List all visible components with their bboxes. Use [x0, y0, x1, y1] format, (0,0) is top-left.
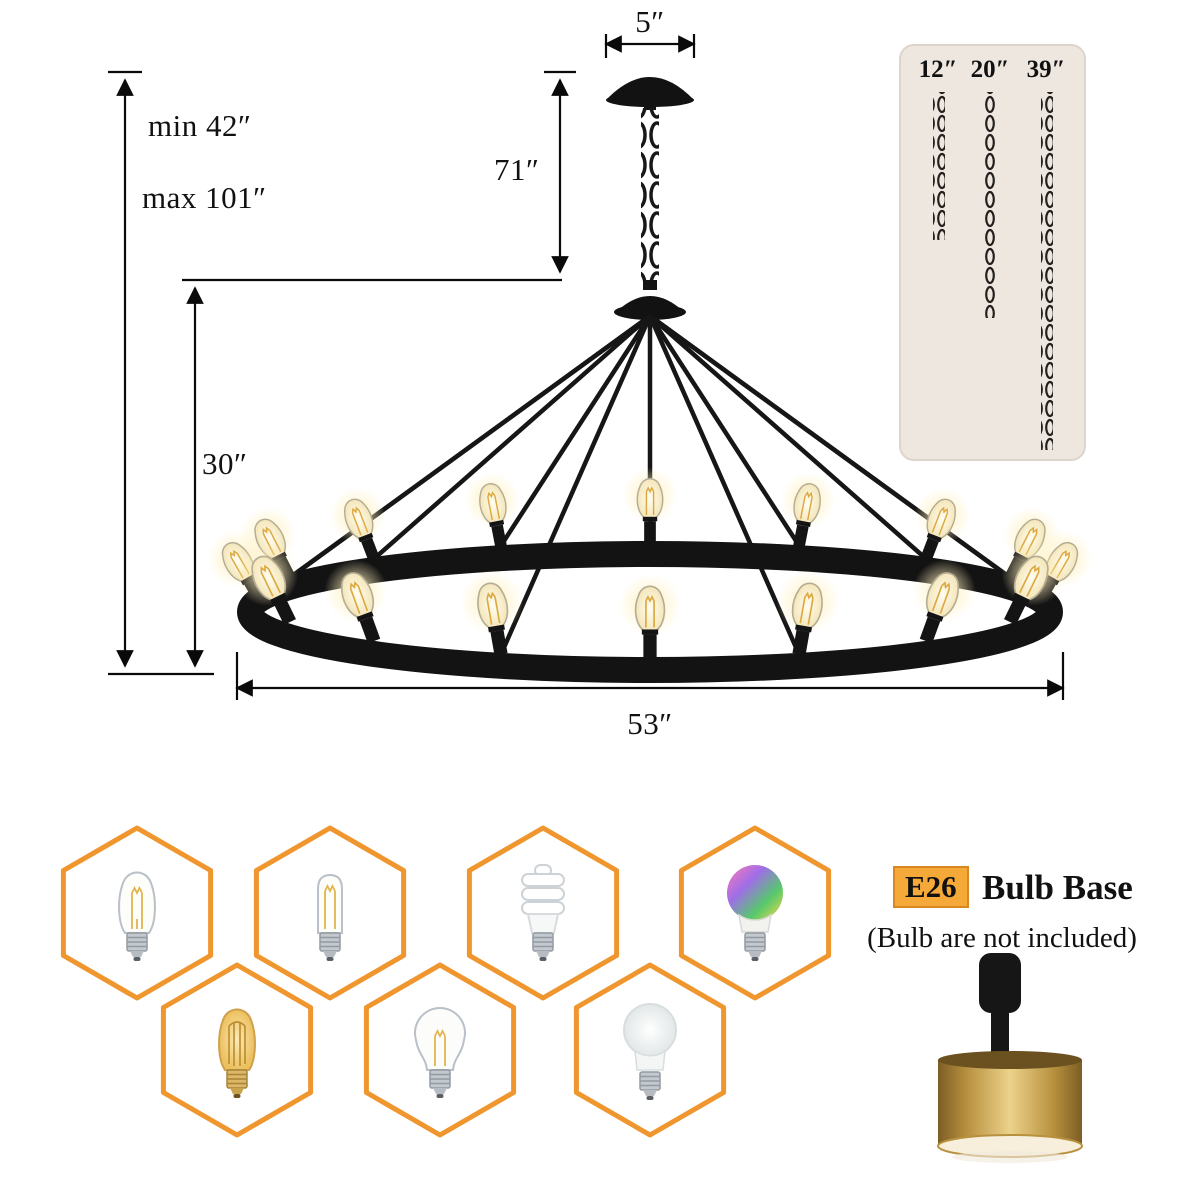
min-max-height-dimension: [108, 70, 214, 676]
chain-option-39-label: 39″: [1026, 56, 1066, 83]
chandelier-hub: [614, 280, 686, 320]
max-height-label: max 101″: [142, 180, 267, 215]
chain-12-icon: [933, 92, 945, 240]
chain-option-20-label: 20″: [970, 56, 1010, 83]
edison-st64-amber-bulb-icon: [218, 1008, 256, 1099]
e26-badge: E26: [893, 866, 969, 909]
bulb-not-included-note: (Bulb are not included): [867, 922, 1137, 954]
hanging-chain: [641, 108, 659, 284]
wagon-wheel-ring: [237, 541, 1063, 683]
led-a19-bulb-icon: [623, 1003, 677, 1101]
chain-drop-dimension: [544, 70, 576, 274]
canopy-width-dimension: [604, 34, 696, 58]
edison-st64-clear-bulb-icon: [118, 871, 156, 962]
chain-20-icon: [985, 92, 997, 318]
diameter-dimension: [235, 652, 1065, 700]
chandelier-diagram: [108, 34, 1104, 700]
incandescent-a19-bulb-icon: [414, 1007, 466, 1099]
body-height-label: 30″: [202, 446, 248, 481]
chain-drop-label: 71″: [494, 152, 540, 187]
canopy-width-label: 5″: [635, 4, 665, 39]
cfl-spiral-bulb-icon: [521, 864, 565, 962]
gold-shade: [938, 1060, 1082, 1146]
chain-39-icon: [1041, 92, 1053, 450]
spokes: [259, 313, 1041, 655]
bulb-compatibility-section: [0, 760, 1083, 1163]
min-height-label: min 42″: [148, 108, 252, 143]
smart-rgb-bulb-icon: [727, 865, 783, 962]
ceiling-canopy: [606, 77, 694, 110]
chain-option-12-label: 12″: [918, 56, 958, 83]
sconce-fixture-image: [937, 953, 1083, 1163]
tubular-t45-bulb-icon: [317, 873, 343, 962]
body-height-dimension: [182, 278, 562, 668]
diameter-label: 53″: [627, 706, 673, 741]
e26-badge-label: E26: [893, 866, 969, 909]
bulb-base-title: Bulb Base: [982, 868, 1133, 907]
chain-options-panel: [899, 44, 1086, 461]
